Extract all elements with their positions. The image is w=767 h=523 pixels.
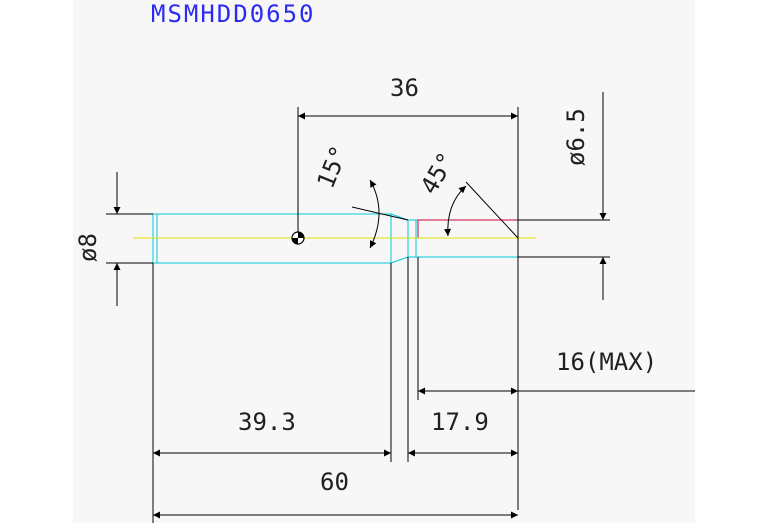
dimension-39-3: 39.3 (152, 263, 392, 523)
dimension-diameter-6-5-label: ø6.5 (562, 108, 590, 166)
center-mark-icon (291, 231, 305, 245)
dimension-36-label: 36 (390, 74, 419, 102)
dimension-diameter-8: ø8 (74, 172, 153, 306)
dimension-17-9-label: 17.9 (431, 408, 489, 436)
part (133, 213, 536, 264)
dimension-17-9: 17.9 (407, 257, 518, 462)
drawing-title: MSMHDD0650 (151, 0, 316, 28)
dimension-16-max: 16(MAX) (417, 257, 695, 400)
dimension-60-label: 60 (320, 468, 349, 496)
dimension-39-3-label: 39.3 (238, 408, 296, 436)
dimension-16-max-label: 16(MAX) (556, 348, 657, 376)
dimension-diameter-6-5: ø6.5 (518, 92, 610, 300)
dimension-60: 60 (153, 468, 518, 519)
drawing-paper (73, 0, 695, 523)
dimension-36: 36 (297, 74, 519, 510)
dimension-diameter-8-label: ø8 (74, 233, 102, 262)
